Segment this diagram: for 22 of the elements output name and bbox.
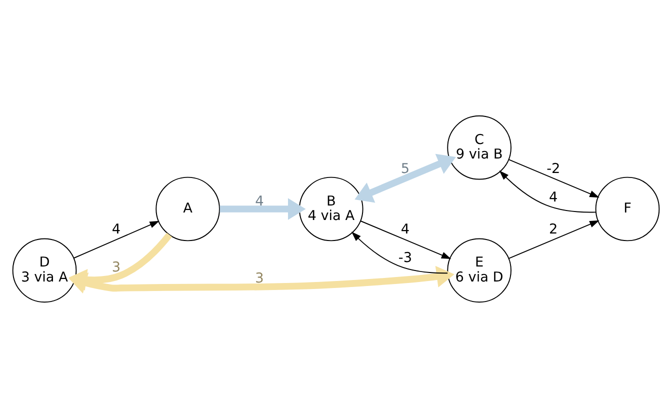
edge-label: 4 <box>400 221 410 238</box>
edge-label: 4 <box>549 188 558 205</box>
node-circle: E 6 via D <box>447 238 512 302</box>
edge-label: 3 <box>255 270 264 286</box>
arrow <box>220 198 306 220</box>
edge-label: 2 <box>549 221 558 238</box>
arrow <box>351 231 448 274</box>
node-circle: F <box>595 176 660 241</box>
edge-label: 3 <box>112 259 120 276</box>
arrow <box>508 220 600 258</box>
node-circle: A <box>156 176 220 241</box>
edge-label: 5 <box>400 160 410 177</box>
arrow <box>508 158 600 198</box>
arrow <box>73 220 160 258</box>
arrow <box>354 153 456 202</box>
edge-label: -2 <box>546 160 560 177</box>
arrow <box>360 220 452 259</box>
edge-label: 4 <box>255 192 264 209</box>
edge-label: 4 <box>112 221 120 238</box>
node-circle: D 3 via A <box>12 238 77 302</box>
arrow <box>499 170 596 212</box>
edge-label: -3 <box>398 249 412 266</box>
